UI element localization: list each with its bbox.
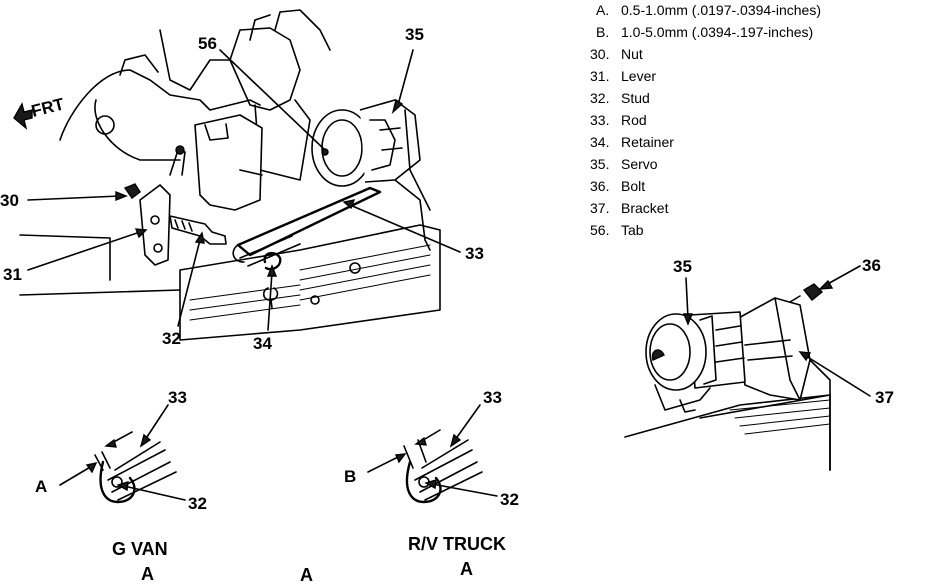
rod: [236, 186, 382, 257]
gvan-detail: 33 32 A G VAN A: [35, 388, 207, 584]
callout-31: 31: [3, 265, 22, 284]
legend-key-35: 35.: [590, 156, 609, 172]
legend-text-32: Stud: [621, 90, 650, 106]
engine-illustration: FRT: [0, 9, 484, 353]
servo-bracket-illustration: 35 36 37: [624, 256, 894, 471]
rvtruck-dim-label: B: [344, 467, 356, 486]
gvan-caption: G VAN: [112, 539, 168, 559]
legend-key-56: 56.: [590, 222, 609, 238]
gvan-leader-32: [123, 485, 186, 501]
bolt-head: [95, 115, 115, 135]
rvtruck-leader-33: [454, 404, 481, 441]
servo-right: [645, 311, 746, 413]
callout-37: 37: [875, 388, 894, 407]
fender-line: [19, 234, 181, 296]
legend-text-36: Bolt: [621, 178, 645, 194]
callout-36: 36: [862, 256, 881, 275]
legend: A. 0.5-1.0mm (.0197-.0394-inches) B. 1.0…: [590, 2, 821, 238]
valve-cover-edge: [624, 394, 831, 438]
front-arrow-icon: [13, 102, 33, 130]
rvtruck-subcaption: A: [460, 559, 473, 579]
gvan-callout-33: 33: [168, 388, 187, 407]
rvtruck-stud-loop: [405, 460, 442, 504]
gvan-leader-33: [144, 404, 169, 441]
gvan-subcaption: A: [141, 564, 154, 584]
bolt: [789, 283, 824, 303]
leader-32: [177, 239, 201, 327]
nut: [123, 183, 141, 199]
rvtruck-callout-32: 32: [500, 490, 519, 509]
servo: [311, 99, 421, 187]
legend-key-b: B.: [596, 24, 609, 40]
legend-key-33: 33.: [590, 112, 609, 128]
leader-30: [27, 195, 121, 201]
callout-35: 35: [405, 25, 424, 44]
ignition-module: [194, 114, 263, 211]
legend-text-37: Bracket: [621, 200, 669, 216]
gvan-dim-label: A: [35, 477, 47, 496]
servo-bracket: [394, 179, 431, 251]
distributor-body: [254, 99, 311, 181]
rvtruck-caption: R/V TRUCK: [408, 534, 506, 554]
callout-right-35: 35: [673, 257, 692, 276]
legend-text-b: 1.0-5.0mm (.0394-.197-inches): [621, 24, 813, 40]
legend-key-a: A.: [596, 2, 609, 18]
rvtruck-callout-33: 33: [483, 388, 502, 407]
hose-line: [159, 29, 231, 91]
leader-33: [349, 204, 461, 253]
leader-35: [397, 49, 414, 106]
front-label: FRT: [29, 94, 66, 121]
leader-34: [267, 271, 273, 331]
leader-56: [219, 49, 326, 151]
figure-letter: A: [300, 565, 313, 584]
legend-key-37: 37.: [590, 200, 609, 216]
legend-text-35: Servo: [621, 156, 658, 172]
legend-key-30: 30.: [590, 46, 609, 62]
leader-right-35: [685, 277, 689, 319]
stud: [169, 215, 227, 245]
callout-33: 33: [465, 244, 484, 263]
intake-curve: [94, 99, 181, 161]
leader-31: [27, 231, 141, 271]
legend-key-36: 36.: [590, 178, 609, 194]
gvan-callout-32: 32: [188, 494, 207, 513]
legend-text-a: 0.5-1.0mm (.0197-.0394-inches): [621, 2, 821, 18]
bracket-top: [119, 54, 159, 76]
legend-text-56: Tab: [621, 222, 644, 238]
distributor-cap: [229, 27, 301, 111]
rvtruck-leader-32: [431, 483, 498, 497]
ignition-wires: [249, 9, 331, 51]
lever-plate: [139, 184, 171, 266]
callout-34: 34: [253, 334, 272, 353]
legend-text-31: Lever: [621, 68, 656, 84]
leader-36: [823, 265, 861, 287]
legend-key-31: 31.: [590, 68, 609, 84]
gvan-dim-leader: [59, 465, 93, 486]
callout-56: 56: [198, 34, 217, 53]
intake-manifold: [179, 224, 441, 341]
rvtruck-detail: 33 32 B R/V TRUCK A: [344, 388, 519, 579]
callout-30: 30: [0, 191, 19, 210]
legend-key-34: 34.: [590, 134, 609, 150]
callout-32: 32: [162, 329, 181, 348]
bracket: [734, 297, 811, 401]
legend-text-30: Nut: [621, 46, 643, 62]
rvtruck-dim-leader: [367, 455, 401, 473]
legend-text-34: Retainer: [621, 134, 674, 150]
legend-key-32: 32.: [590, 90, 609, 106]
legend-text-33: Rod: [621, 112, 647, 128]
engine-outline-top: [59, 69, 261, 141]
leader-37: [805, 355, 871, 397]
